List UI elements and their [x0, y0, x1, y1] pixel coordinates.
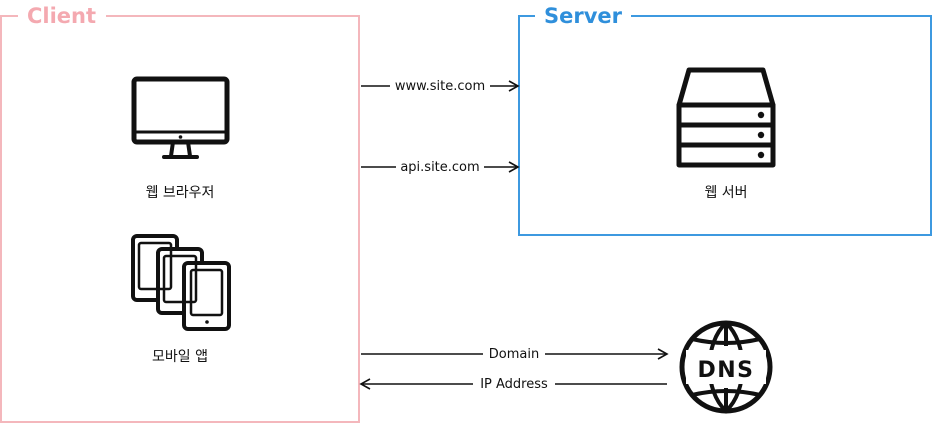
mobile-devices-icon — [131, 234, 231, 331]
connection-www: www.site.com — [361, 75, 520, 95]
client-group: Client — [0, 2, 360, 423]
connection-ip-label: IP Address — [480, 377, 548, 392]
server-group-border — [518, 15, 932, 236]
web-browser-label: 웹 브라우저 — [146, 185, 215, 201]
dns-label: DNS — [697, 358, 754, 383]
connection-domain-label: Domain — [489, 347, 539, 362]
mobile-app-label: 모바일 앱 — [152, 349, 208, 365]
connection-api: api.site.com — [361, 156, 520, 176]
connection-www-label: www.site.com — [395, 79, 485, 94]
server-group-title: Server — [544, 4, 623, 28]
dns-globe-icon — [679, 320, 773, 414]
client-group-border — [0, 15, 360, 423]
server-rack-icon — [676, 67, 776, 168]
connection-api-label: api.site.com — [400, 160, 479, 175]
connection-domain: Domain — [361, 343, 669, 363]
server-group: Server — [518, 2, 932, 236]
client-group-title: Client — [27, 4, 96, 28]
connection-ip: IP Address — [359, 373, 667, 393]
desktop-monitor-icon — [131, 76, 230, 159]
web-server-label: 웹 서버 — [704, 185, 747, 201]
